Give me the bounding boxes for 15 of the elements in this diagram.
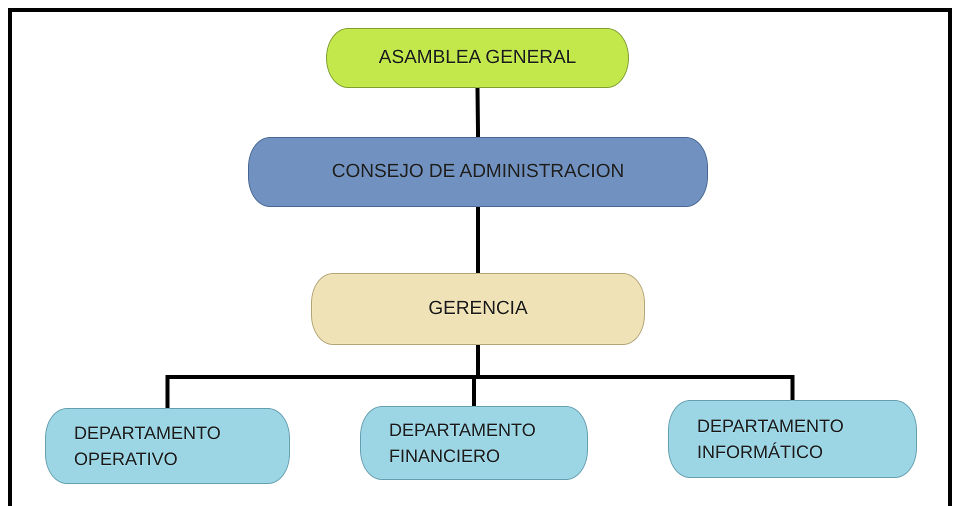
unit-label: DEPARTAMENTO OPERATIVO	[74, 422, 222, 471]
unit-label: GERENCIA	[428, 298, 528, 320]
unit-label: DEPARTAMENTO INFORMÁTICO	[697, 414, 845, 464]
org-unit-box	[311, 273, 645, 345]
connector-line	[476, 207, 480, 273]
connector-line	[476, 345, 794, 400]
unit-label: DEPARTAMENTO FINANCIERO	[389, 418, 537, 468]
connector-line	[476, 88, 480, 138]
org-unit-box	[248, 137, 708, 207]
org-unit-box	[45, 408, 290, 484]
org-unit-box	[326, 28, 629, 88]
unit-label: ASAMBLEA GENERAL	[378, 47, 576, 69]
org-unit-box	[668, 400, 917, 478]
org-unit-box	[360, 406, 588, 480]
unit-label: CONSEJO DE ADMINISTRACION	[332, 161, 624, 183]
